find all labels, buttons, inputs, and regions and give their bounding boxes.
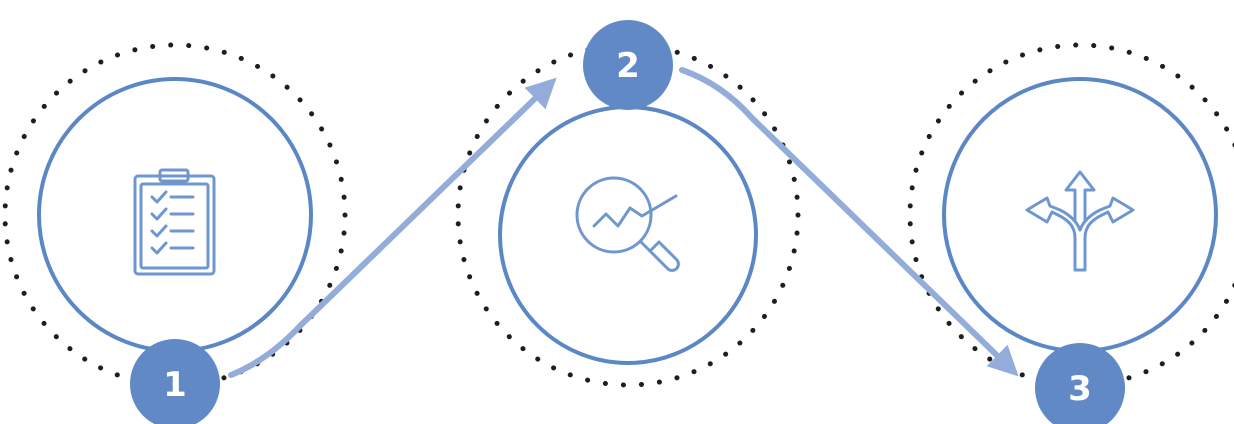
step-3-ring [942, 77, 1218, 353]
split-arrows-icon [1025, 170, 1135, 272]
step-2-number: 2 [616, 46, 640, 86]
step-2-badge: 2 [583, 20, 673, 110]
step-2-ring [498, 105, 758, 365]
magnifier-trend-icon [575, 176, 680, 272]
dotted-orbit-2 [455, 42, 801, 388]
step-1-number: 1 [163, 365, 187, 405]
step-3-number: 3 [1068, 369, 1092, 409]
dotted-orbit-1 [2, 42, 348, 388]
connector-arrow-2-to-3 [679, 67, 1019, 377]
step-3-badge: 3 [1035, 343, 1125, 424]
connector-arrow-1-to-2 [228, 77, 557, 378]
step-1-badge: 1 [130, 339, 220, 424]
clipboard-checklist-icon [133, 168, 216, 276]
